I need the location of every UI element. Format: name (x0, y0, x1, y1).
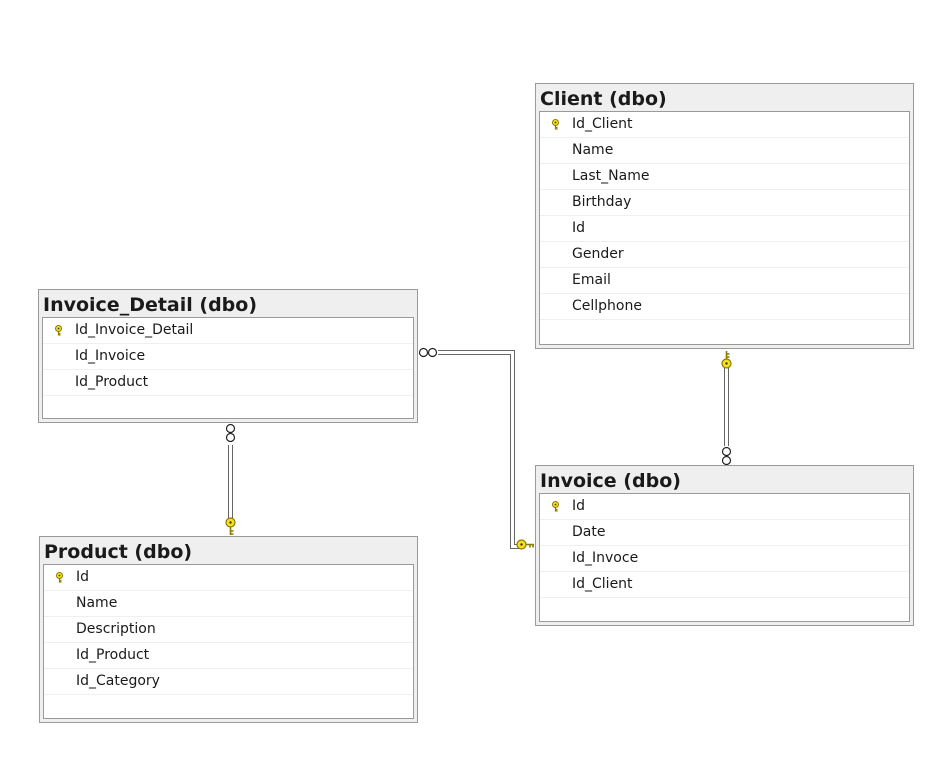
column-row[interactable]: Birthday (540, 190, 909, 216)
column-row[interactable]: Id_Invoice (43, 344, 413, 370)
row-selector[interactable] (44, 565, 74, 590)
row-selector[interactable] (540, 138, 570, 163)
column-row[interactable]: Date (540, 520, 909, 546)
key-icon (551, 119, 560, 130)
row-selector[interactable] (44, 617, 74, 642)
row-selector[interactable] (540, 546, 570, 571)
column-name: Gender (572, 246, 624, 262)
row-selector[interactable] (540, 268, 570, 293)
column-name: Name (76, 595, 118, 611)
column-name: Id (572, 498, 586, 514)
row-selector[interactable] (540, 112, 570, 137)
column-name: Birthday (572, 194, 632, 210)
key-icon (225, 517, 236, 535)
relationship-invoice-detail-invoice[interactable] (438, 350, 519, 549)
infinity-icon (225, 423, 236, 443)
column-row[interactable]: Last_Name (540, 164, 909, 190)
row-selector[interactable] (540, 494, 570, 519)
row-selector[interactable] (540, 242, 570, 267)
row-selector[interactable] (540, 190, 570, 215)
row-selector[interactable] (44, 669, 74, 694)
column-row[interactable]: Gender (540, 242, 909, 268)
row-selector[interactable] (43, 318, 73, 343)
row-selector[interactable] (540, 572, 570, 597)
row-selector[interactable] (540, 164, 570, 189)
column-row[interactable]: Name (44, 591, 413, 617)
key-icon (516, 539, 534, 550)
table-title[interactable]: Client (dbo) (540, 88, 667, 110)
column-row[interactable]: Description (44, 617, 413, 643)
column-row[interactable]: Id_Client (540, 112, 909, 138)
key-icon (551, 501, 560, 512)
row-selector[interactable] (540, 294, 570, 319)
column-name: Name (572, 142, 614, 158)
column-name: Date (572, 524, 606, 540)
table-title[interactable]: Product (dbo) (44, 541, 193, 563)
column-name: Id_Category (76, 673, 160, 689)
column-name: Cellphone (572, 298, 642, 314)
row-selector[interactable] (540, 216, 570, 241)
infinity-icon (721, 446, 732, 466)
column-name: Id (76, 569, 90, 585)
table-title[interactable]: Invoice (dbo) (540, 470, 681, 492)
infinity-icon (418, 347, 438, 358)
row-selector[interactable] (43, 344, 73, 369)
column-name: Id_Client (572, 116, 633, 132)
relationship-invoice-client[interactable] (724, 368, 729, 446)
table-title[interactable]: Invoice_Detail (dbo) (43, 294, 258, 316)
column-name: Id_Invoce (572, 550, 639, 566)
column-name: Id (572, 220, 586, 236)
column-row[interactable]: Id_Category (44, 669, 413, 695)
column-name: Id_Invoice_Detail (75, 322, 194, 338)
column-row[interactable]: Name (540, 138, 909, 164)
column-row[interactable]: Id_Invoce (540, 546, 909, 572)
column-row[interactable]: Id_Invoice_Detail (43, 318, 413, 344)
key-icon (55, 572, 64, 583)
key-icon (721, 351, 732, 369)
column-name: Id_Product (75, 374, 149, 390)
row-selector[interactable] (43, 370, 73, 395)
key-icon (54, 325, 63, 336)
column-row[interactable]: Id (540, 494, 909, 520)
row-selector[interactable] (44, 591, 74, 616)
relationship-invoice-detail-product[interactable] (228, 445, 233, 518)
column-row[interactable]: Cellphone (540, 294, 909, 320)
column-name: Id_Product (76, 647, 150, 663)
column-name: Last_Name (572, 168, 650, 184)
column-name: Id_Client (572, 576, 633, 592)
column-name: Description (76, 621, 156, 637)
column-row[interactable]: Id_Product (44, 643, 413, 669)
column-row[interactable]: Id_Client (540, 572, 909, 598)
column-name: Email (572, 272, 611, 288)
row-selector[interactable] (44, 643, 74, 668)
column-row[interactable]: Id (44, 565, 413, 591)
column-row[interactable]: Id (540, 216, 909, 242)
column-row[interactable]: Id_Product (43, 370, 413, 396)
row-selector[interactable] (540, 520, 570, 545)
column-row[interactable]: Email (540, 268, 909, 294)
column-name: Id_Invoice (75, 348, 146, 364)
